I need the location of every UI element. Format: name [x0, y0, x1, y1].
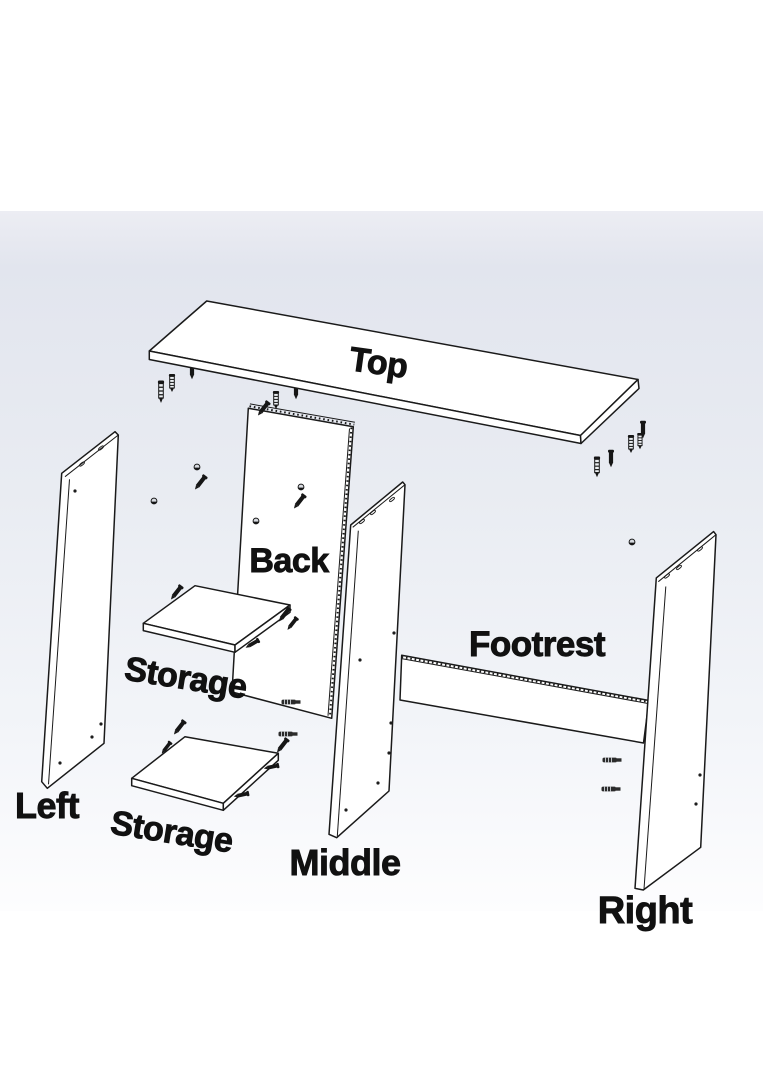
right-panel: [634, 530, 717, 891]
cam-fitting-icon: [278, 731, 298, 737]
screw-head-icon: [297, 483, 305, 491]
hole-mark: [90, 735, 94, 739]
label-right-panel: Right: [598, 890, 693, 932]
hole-mark: [58, 761, 62, 765]
cam-fitting-icon: [281, 699, 301, 705]
label-middle-panel: Middle: [290, 842, 401, 883]
screw-head-icon: [252, 517, 260, 525]
storage-shelf-upper: [142, 584, 291, 654]
background-bottom-band: [0, 911, 763, 1080]
hole-mark: [73, 489, 77, 493]
cam-fitting-icon: [601, 786, 621, 792]
fastener-right-floating: [628, 538, 636, 546]
hole-mark: [99, 722, 103, 726]
middle-panel: [328, 481, 406, 839]
label-footrest-panel: Footrest: [469, 625, 606, 664]
hole-mark: [358, 658, 362, 662]
hole-mark: [344, 808, 348, 812]
hole-mark: [698, 773, 702, 777]
left-panel: [40, 430, 120, 790]
hole-mark: [387, 751, 391, 755]
footrest-panel: [399, 654, 650, 744]
hole-mark: [392, 631, 396, 635]
cam-fitting-icon: [602, 757, 622, 763]
screw-head-icon: [150, 497, 158, 505]
label-back-panel: Back: [249, 542, 329, 580]
background-top-band: [0, 0, 763, 211]
hole-mark: [376, 781, 380, 785]
screw-head-icon: [193, 463, 201, 471]
label-left-panel: Left: [15, 785, 80, 826]
screw-head-icon: [628, 538, 636, 546]
hole-mark: [694, 802, 698, 806]
top-panel: [148, 300, 640, 445]
hole-mark: [389, 721, 393, 725]
label-top-panel: Top: [347, 340, 410, 386]
